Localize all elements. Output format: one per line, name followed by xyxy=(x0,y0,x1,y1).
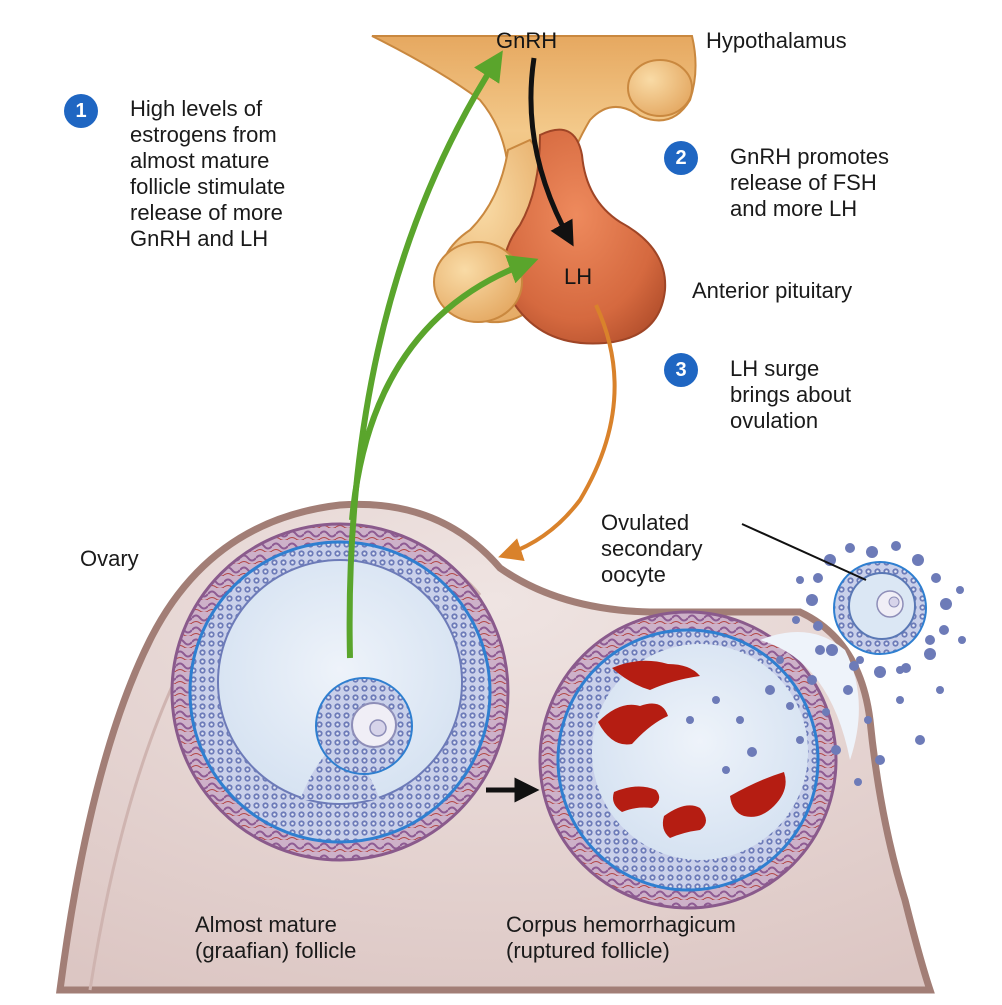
released-granulosa-cells xyxy=(686,626,944,786)
lh-label: LH xyxy=(564,264,593,289)
step-2-line: release of FSH xyxy=(730,170,877,195)
graafian-cumulus xyxy=(300,740,380,800)
ovulated-oocyte-label-line-3: oocyte xyxy=(601,562,666,587)
arrows xyxy=(346,50,867,803)
step-3-line: brings about xyxy=(730,382,852,407)
gnrh-label: GnRH xyxy=(496,28,558,53)
step-1-line: almost mature xyxy=(130,148,270,173)
step-3-text: LH surge brings about ovulation xyxy=(730,356,851,434)
ovulated-oocyte-label: Ovulated secondary oocyte xyxy=(601,510,703,588)
step-3-line: ovulation xyxy=(730,408,819,433)
step-1-line: High levels of xyxy=(130,96,263,121)
graafian-follicle-label: Almost mature (graafian) follicle xyxy=(195,912,356,964)
corpus-hemorrhagicum-label-line-1: Corpus hemorrhagicum xyxy=(506,912,736,937)
oocyte-nucleus xyxy=(369,719,387,737)
step-2-text: GnRH promotes release of FSH and more LH xyxy=(730,144,889,222)
corona-radiata xyxy=(792,541,966,678)
oocyte-pointer-line xyxy=(741,523,867,581)
step-1-line: estrogens from xyxy=(130,122,277,147)
graafian-follicle-label-line-2: (graafian) follicle xyxy=(195,938,357,963)
anterior-pituitary-label: Anterior pituitary xyxy=(692,278,853,303)
corpus-hemorrhagicum-label: Corpus hemorrhagicum (ruptured follicle) xyxy=(506,912,736,964)
ovulated-oocyte-pronucleus xyxy=(888,596,900,608)
step-3-line: LH surge xyxy=(730,356,820,381)
step-1-badge: 1 xyxy=(64,94,98,128)
gnrh-to-lh-arrow xyxy=(528,57,574,247)
step-3-badge: 3 xyxy=(664,353,698,387)
step-2-line: and more LH xyxy=(730,196,858,221)
ovulated-oocyte-label-line-1: Ovulated xyxy=(601,510,690,535)
estrogen-to-lh-arrow xyxy=(349,255,539,521)
ovulated-oocyte-label-line-2: secondary xyxy=(601,536,703,561)
blood-clots xyxy=(598,660,786,838)
graafian-follicle-label-line-1: Almost mature xyxy=(195,912,337,937)
hypothalamus-nub xyxy=(627,59,693,117)
step-1-text: High levels of estrogens from almost mat… xyxy=(130,96,285,252)
hypothalamus-label: Hypothalamus xyxy=(706,28,847,53)
corpus-hemorrhagicum-label-line-2: (ruptured follicle) xyxy=(506,938,670,963)
graafian-follicle xyxy=(170,522,510,862)
step-2-line: GnRH promotes xyxy=(730,144,889,169)
step-1-line: release of more xyxy=(130,200,283,225)
lh-to-ovary-arrow xyxy=(498,304,617,562)
rupture-opening xyxy=(760,632,859,760)
ovary-label: Ovary xyxy=(80,546,139,571)
step-2-badge: 2 xyxy=(664,141,698,175)
ovulated-oocyte xyxy=(792,541,966,678)
step-1-line: follicle stimulate xyxy=(130,174,286,199)
estrogen-to-gnrh-arrow xyxy=(346,50,503,659)
corpus-hemorrhagicum xyxy=(538,610,944,910)
step-1-line: GnRH and LH xyxy=(130,226,269,251)
